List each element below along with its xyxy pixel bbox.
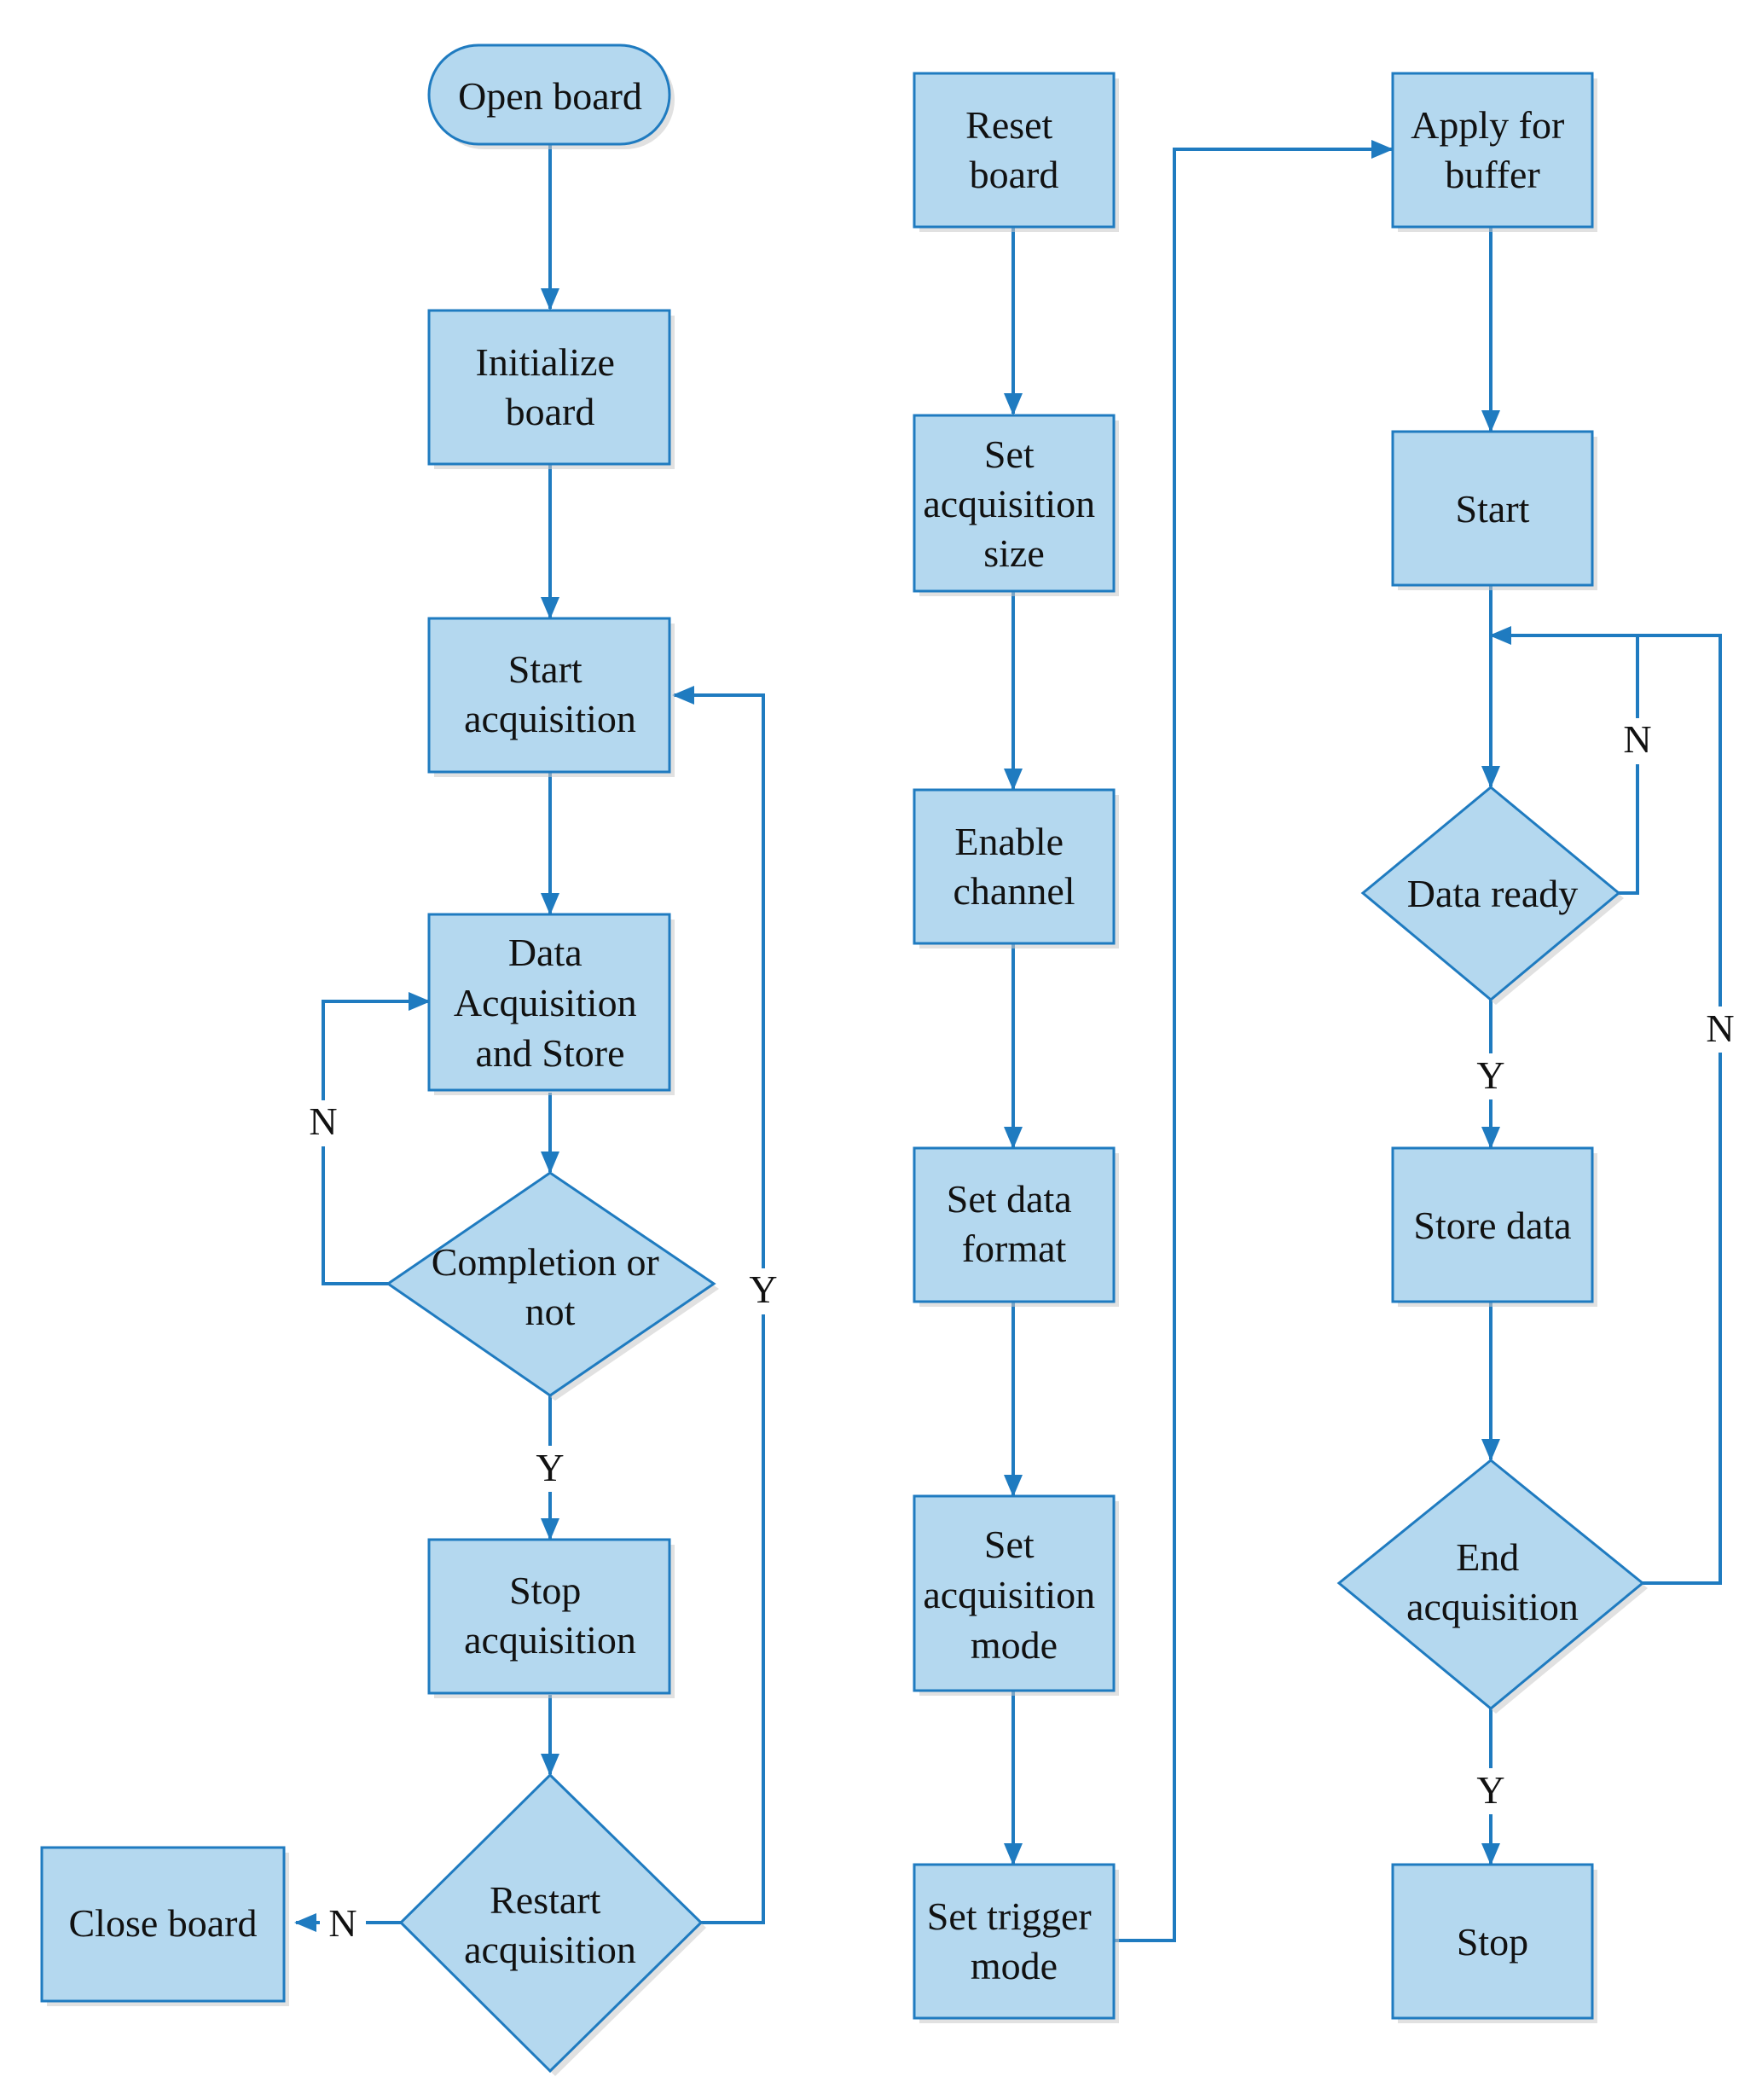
apply-for-buffer-label: Apply for buffer (1411, 103, 1574, 196)
node-stop-acquisition: Stop acquisition (427, 1538, 675, 1698)
data-ready-label: Data ready (1407, 872, 1579, 915)
node-start-acquisition: Start acquisition (427, 617, 675, 777)
start-label: Start (1456, 487, 1530, 531)
initialize-board-label: Initialize board (476, 340, 625, 433)
edge-label-restart-yes: Y (749, 1268, 777, 1311)
node-set-acquisition-size: Set acquisition size (913, 414, 1119, 596)
enable-channel-label: Enable channel (953, 820, 1075, 913)
open-board-label: Open board (458, 74, 642, 118)
start-acquisition-label: Start acquisition (464, 647, 636, 740)
node-open-board: Open board (427, 44, 675, 149)
edge-label-data-ready-no: N (1623, 717, 1651, 761)
node-enable-channel: Enable channel (913, 788, 1119, 948)
end-acquisition-label: End acquisition (1406, 1535, 1579, 1628)
edge-trigger-to-buffer (1115, 140, 1394, 1942)
node-stop: Stop (1391, 1863, 1597, 2023)
node-store-data: Store data (1391, 1146, 1597, 1307)
store-data-label: Store data (1413, 1204, 1571, 1247)
node-initialize-board: Initialize board (427, 309, 675, 469)
set-acquisition-size-label: Set acquisition size (923, 432, 1104, 575)
node-data-acquisition-store: Data Acquisition and Store (427, 913, 675, 1095)
edge-labels: N Y Y N N Y N Y (298, 717, 1745, 1945)
node-reset-board: Reset board (913, 72, 1119, 232)
restart-acquisition-label: Restart acquisition (464, 1878, 636, 1971)
close-board-label: Close board (68, 1901, 257, 1945)
node-set-acquisition-mode: Set acquisition mode (913, 1494, 1119, 1696)
node-apply-for-buffer: Apply for buffer (1391, 72, 1597, 232)
stop-label: Stop (1457, 1920, 1528, 1964)
edge-label-data-ready-yes: Y (1476, 1053, 1504, 1097)
node-set-trigger-mode: Set trigger mode (913, 1863, 1119, 2023)
set-data-format-label: Set data format (947, 1177, 1081, 1270)
data-acquisition-store-label: Data Acquisition and Store (454, 931, 646, 1075)
stop-acquisition-label: Stop acquisition (464, 1569, 636, 1662)
nodes: Open board Initialize board Start acquis… (40, 44, 1648, 2076)
node-set-data-format: Set data format (913, 1146, 1119, 1307)
edge-label-completion-no: N (309, 1099, 337, 1143)
edge-label-completion-yes: Y (536, 1446, 564, 1489)
set-trigger-mode-label: Set trigger mode (927, 1894, 1101, 1987)
completion-or-not-label: Completion or not (432, 1240, 669, 1333)
edge-label-end-yes: Y (1476, 1768, 1504, 1812)
node-data-ready: Data ready (1360, 786, 1624, 1005)
node-start: Start (1391, 430, 1597, 590)
reset-board-label: Reset board (965, 103, 1063, 196)
node-completion-or-not: Completion or not (385, 1171, 719, 1401)
edge-end-loop-no (1491, 634, 1722, 1585)
edge-label-restart-no: N (328, 1901, 356, 1945)
node-restart-acquisition: Restart acquisition (398, 1772, 706, 2076)
edge-label-end-no: N (1706, 1006, 1734, 1050)
set-acquisition-mode-label: Set acquisition mode (923, 1523, 1104, 1667)
node-close-board: Close board (40, 1846, 289, 2006)
node-end-acquisition: End acquisition (1336, 1459, 1648, 1714)
